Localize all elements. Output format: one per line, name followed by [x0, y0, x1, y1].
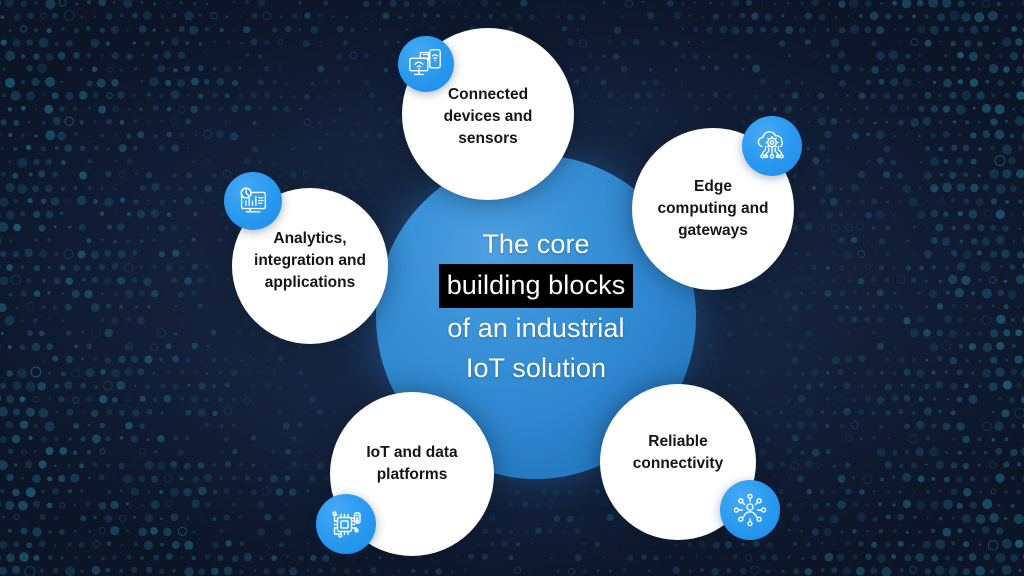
node-reliable-connectivity-label: Reliable connectivity [600, 431, 756, 475]
network-nodes-icon [720, 480, 780, 540]
label-line-3: sensors [458, 130, 518, 147]
label-line-2: devices and [443, 108, 533, 125]
cloud-gear-icon [742, 116, 802, 176]
core-heading-line-2: building blocks [376, 264, 696, 308]
label-line-2: platforms [376, 466, 448, 483]
node-analytics-integration-label: Analytics, integration and applications [232, 228, 388, 294]
label-line-2: connectivity [632, 455, 724, 472]
devices-wifi-icon [398, 36, 454, 92]
core-heading: The core building blocks of an industria… [376, 224, 696, 388]
label-line-1: Reliable [648, 433, 708, 450]
microchip-icon [316, 494, 376, 554]
label-line-1: Analytics, [273, 230, 347, 247]
label-line-1: Connected [447, 86, 529, 103]
analytics-monitor-icon [224, 172, 282, 230]
node-connected-devices-label: Connected devices and sensors [402, 84, 574, 150]
node-connected-devices[interactable]: Connected devices and sensors [402, 28, 574, 200]
label-line-3: gateways [678, 222, 748, 239]
node-edge-computing-label: Edge computing and gateways [632, 176, 794, 242]
core-heading-highlight: building blocks [438, 264, 634, 308]
core-heading-line-1: The core [482, 229, 590, 259]
label-line-3: applications [264, 274, 356, 291]
node-iot-data-platforms-label: IoT and data platforms [330, 442, 494, 486]
core-heading-line-3: of an industrial [447, 313, 625, 343]
core-heading-line-4: IoT solution [465, 353, 607, 383]
label-line-2: integration and [254, 252, 366, 269]
node-reliable-connectivity[interactable]: Reliable connectivity [600, 384, 756, 540]
label-line-1: IoT and data [366, 444, 458, 461]
label-line-2: computing and [657, 200, 769, 217]
label-line-1: Edge [694, 178, 732, 195]
